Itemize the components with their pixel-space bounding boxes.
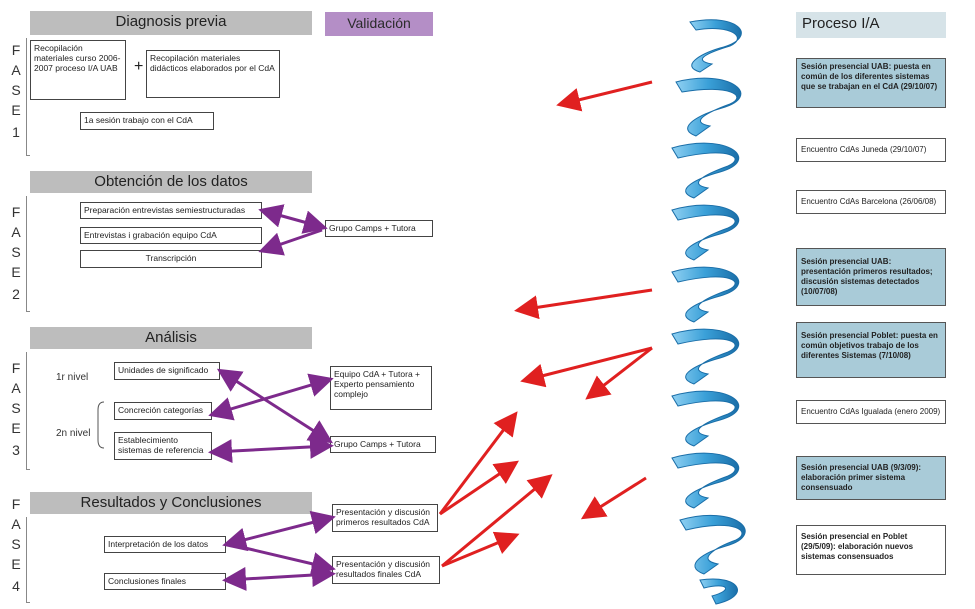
proceso-item-1: Sesión presencial UAB: puesta en común d… xyxy=(796,58,946,108)
phase-1-title: Diagnosis previa xyxy=(30,11,312,35)
conclusiones-box: Conclusiones finales xyxy=(104,573,226,590)
proceso-item-8: Sesión presencial en Poblet (29/5/09): e… xyxy=(796,525,946,575)
helix-turn xyxy=(671,328,740,385)
proceso-title: Proceso I/A xyxy=(796,12,946,38)
presentacion-1-box: Presentación y discusión primeros result… xyxy=(332,504,438,532)
red-arrow-1 xyxy=(556,80,653,112)
connector-conclusiones-pres2 xyxy=(222,563,336,591)
presentacion-2-box: Presentación y discusión resultados fina… xyxy=(332,556,440,584)
grupo-camps-box-3: Grupo Camps + Tutora xyxy=(330,436,436,453)
nivel-2-label: 2n nivel xyxy=(56,428,91,439)
fase-number: 4 xyxy=(12,578,20,594)
phase-4-fase-label: F A S E 4 xyxy=(9,496,23,594)
fase-letter: S xyxy=(11,536,21,552)
nivel-brace xyxy=(97,401,105,449)
fase-letter: S xyxy=(11,82,21,98)
red-arrow-5 xyxy=(580,476,647,520)
fase-letter: A xyxy=(11,224,21,240)
fase-letter: F xyxy=(11,496,21,512)
fase-letter: E xyxy=(11,102,21,118)
fase-letter: F xyxy=(11,42,21,58)
fase-letter: E xyxy=(11,420,21,436)
fase-letter: F xyxy=(11,360,21,376)
fase-letter: S xyxy=(11,244,21,260)
red-arrow-8 xyxy=(441,474,553,568)
proceso-item-3: Encuentro CdAs Barcelona (26/06/08) xyxy=(796,190,946,214)
helix-turn xyxy=(671,142,740,199)
phase-4-bracket xyxy=(26,517,30,603)
fase-number: 1 xyxy=(12,124,20,140)
proceso-item-5: Sesión presencial Poblet: puesta en comú… xyxy=(796,322,946,378)
red-arrow-9 xyxy=(441,531,520,568)
grupo-camps-box-2: Grupo Camps + Tutora xyxy=(325,220,433,237)
fase-letter: E xyxy=(11,556,21,572)
fase-letter: A xyxy=(11,516,21,532)
phase-2-fase-label: F A S E 2 xyxy=(9,204,23,302)
equipo-cda-box: Equipo CdA + Tutora + Experto pensamient… xyxy=(330,366,432,410)
helix-turn xyxy=(671,452,740,509)
connector-concrecion-equipo xyxy=(208,373,334,421)
proceso-item-6: Encuentro CdAs Igualada (enero 2009) xyxy=(796,400,946,424)
proceso-item-2: Encuentro CdAs Juneda (29/10/07) xyxy=(796,138,946,162)
transcripcion-box: Transcripción xyxy=(80,250,262,268)
fase-letter: A xyxy=(11,62,21,78)
proceso-item-7: Sesión presencial UAB (9/3/09): elaborac… xyxy=(796,456,946,500)
helix-turn xyxy=(671,266,740,323)
entrevistas-box: Entrevistas i grabación equipo CdA xyxy=(80,227,262,244)
red-arrow-3 xyxy=(520,346,653,388)
phase-4-title: Resultados y Conclusiones xyxy=(30,492,312,514)
nivel-1-label: 1r nivel xyxy=(56,372,89,383)
red-arrow-6 xyxy=(438,411,518,515)
proceso-item-4: Sesión presencial UAB: presentación prim… xyxy=(796,248,946,306)
phase-3-fase-label: F A S E 3 xyxy=(9,360,23,458)
fase-letter: F xyxy=(11,204,21,220)
unidades-box: Unidades de significado xyxy=(114,362,220,380)
helix-turn xyxy=(675,77,742,137)
helix-turn xyxy=(679,514,746,575)
recopilacion-didacticos-box: Recopilación materiales didácticos elabo… xyxy=(146,50,280,98)
connector-establecimiento-grupo xyxy=(208,434,334,464)
fase-letter: A xyxy=(11,380,21,396)
connector-interpretacion-pres2 xyxy=(227,542,336,576)
phase-2-bracket xyxy=(26,196,30,312)
fase-letter: S xyxy=(11,400,21,416)
helix-spiral xyxy=(671,19,746,605)
red-arrow-7 xyxy=(439,460,519,516)
fase-number: 2 xyxy=(12,286,20,302)
phase-1-fase-label: F A S E 1 xyxy=(9,42,23,140)
red-arrow-2 xyxy=(514,288,653,320)
sesion-box: 1a sesión trabajo con el CdA xyxy=(80,112,214,130)
helix-turn xyxy=(671,390,740,447)
helix-turn xyxy=(671,204,740,261)
helix-tail xyxy=(699,578,738,605)
fase-number: 3 xyxy=(12,442,20,458)
connector-interpretacion-pres1 xyxy=(222,510,336,552)
connector-entrevistas-grupo xyxy=(258,228,323,256)
red-arrow-4 xyxy=(585,346,653,400)
recopilacion-box: Recopilación materiales curso 2006-2007 … xyxy=(30,40,126,100)
validacion-header: Validación xyxy=(325,12,433,36)
phase-1-bracket xyxy=(26,38,30,156)
helix-turn xyxy=(689,19,742,73)
phase-3-bracket xyxy=(26,352,30,470)
plus-sign: + xyxy=(134,58,144,75)
phase-3-title: Análisis xyxy=(30,327,312,349)
establecimiento-box: Establecimiento sistemas de referencia xyxy=(114,432,212,460)
phase-2-title: Obtención de los datos xyxy=(30,171,312,193)
connector-preparacion-grupo xyxy=(258,204,328,234)
fase-letter: E xyxy=(11,264,21,280)
